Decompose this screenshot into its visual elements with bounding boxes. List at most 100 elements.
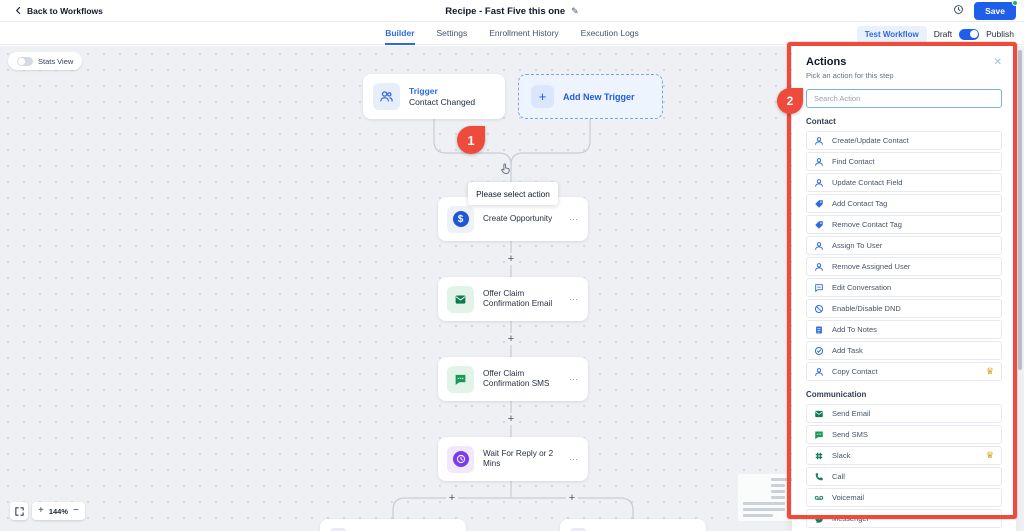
tag-add-icon bbox=[814, 199, 824, 209]
communication-action-list: Send Email Send SMS Slack♛ Call Voicemai… bbox=[806, 404, 1002, 528]
node-menu-button[interactable]: ⋯ bbox=[569, 293, 579, 304]
hand-cursor-icon bbox=[499, 162, 512, 180]
chevron-left-icon bbox=[14, 6, 23, 15]
publish-toggle[interactable] bbox=[959, 28, 980, 40]
branch-node-right[interactable] bbox=[560, 519, 706, 531]
panel-scrollbar[interactable] bbox=[1018, 50, 1022, 370]
branch-node-left[interactable] bbox=[320, 519, 466, 531]
search-action-input[interactable] bbox=[806, 89, 1002, 108]
workflow-title: Recipe - Fast Five this one bbox=[445, 5, 566, 17]
back-to-workflows-link[interactable]: Back to Workflows bbox=[14, 6, 103, 16]
tab-enrollment-history[interactable]: Enrollment History bbox=[489, 28, 559, 38]
edit-title-icon[interactable]: ✎ bbox=[571, 5, 579, 16]
section-label-contact: Contact bbox=[806, 117, 836, 126]
action-update-contact-field[interactable]: Update Contact Field bbox=[806, 173, 1002, 192]
conversation-icon bbox=[814, 283, 824, 293]
add-step-button[interactable]: + bbox=[446, 492, 458, 504]
node-menu-button[interactable]: ⋯ bbox=[569, 373, 579, 384]
people-icon bbox=[373, 83, 400, 110]
close-icon[interactable]: ✕ bbox=[993, 56, 1002, 68]
person-plus-icon bbox=[814, 136, 824, 146]
tab-settings[interactable]: Settings bbox=[436, 28, 468, 38]
add-step-button[interactable]: + bbox=[505, 253, 517, 265]
node-menu-button[interactable]: ⋯ bbox=[569, 213, 579, 224]
annotation-step-2-badge: 2 bbox=[777, 88, 803, 114]
email-icon bbox=[447, 285, 474, 313]
stats-view-label: Stats View bbox=[38, 56, 74, 66]
task-check-icon bbox=[814, 346, 824, 356]
action-edit-conversation[interactable]: Edit Conversation bbox=[806, 278, 1002, 297]
section-label-communication: Communication bbox=[806, 390, 867, 399]
node-wait-for-reply[interactable]: Wait For Reply or 2 Mins ⋯ bbox=[438, 437, 588, 481]
send-email-icon bbox=[814, 409, 824, 419]
notes-icon bbox=[814, 325, 824, 335]
dnd-icon bbox=[814, 304, 824, 314]
add-new-trigger-button[interactable]: + Add New Trigger bbox=[518, 74, 663, 119]
node-offer-claim-sms[interactable]: Offer Claim Confirmation SMS ⋯ bbox=[438, 357, 588, 401]
zoom-in-button[interactable]: + bbox=[38, 505, 44, 516]
action-copy-contact[interactable]: Copy Contact♛ bbox=[806, 362, 1002, 381]
tab-execution-logs[interactable]: Execution Logs bbox=[580, 28, 639, 38]
node-icon bbox=[330, 528, 346, 531]
trigger-node[interactable]: Trigger Contact Changed bbox=[363, 74, 505, 119]
add-step-button[interactable]: + bbox=[505, 333, 517, 345]
action-messenger[interactable]: Messenger bbox=[806, 509, 1002, 528]
action-slack[interactable]: Slack♛ bbox=[806, 446, 1002, 465]
save-button[interactable]: Save bbox=[974, 0, 1018, 20]
action-add-task[interactable]: Add Task bbox=[806, 341, 1002, 360]
contact-action-list: Create/Update Contact Find Contact Updat… bbox=[806, 131, 1002, 381]
action-send-sms[interactable]: Send SMS bbox=[806, 425, 1002, 444]
top-header: Back to Workflows Recipe - Fast Five thi… bbox=[0, 0, 1024, 22]
action-enable-disable-dnd[interactable]: Enable/Disable DND bbox=[806, 299, 1002, 318]
draft-label: Draft bbox=[933, 29, 953, 39]
panel-title: Actions bbox=[806, 56, 847, 68]
please-select-action-tooltip: Please select action bbox=[468, 182, 558, 205]
actions-panel: Actions ✕ Pick an action for this step C… bbox=[792, 46, 1016, 531]
stats-view-toggle[interactable]: Stats View bbox=[8, 52, 83, 70]
ghost-preview-card bbox=[738, 474, 800, 521]
voicemail-icon bbox=[814, 493, 824, 503]
action-add-to-notes[interactable]: Add To Notes bbox=[806, 320, 1002, 339]
stats-view-switch[interactable] bbox=[17, 56, 33, 66]
action-add-contact-tag[interactable]: Add Contact Tag bbox=[806, 194, 1002, 213]
panel-subtitle: Pick an action for this step bbox=[806, 71, 894, 80]
action-remove-assigned-user[interactable]: Remove Assigned User bbox=[806, 257, 1002, 276]
action-find-contact[interactable]: Find Contact bbox=[806, 152, 1002, 171]
user-remove-icon bbox=[814, 262, 824, 272]
slack-icon bbox=[814, 451, 824, 461]
wait-clock-icon bbox=[447, 445, 474, 473]
opportunity-dollar-icon: $ bbox=[447, 205, 474, 233]
send-sms-icon bbox=[814, 430, 824, 440]
tag-remove-icon bbox=[814, 220, 824, 230]
fit-to-screen-button[interactable] bbox=[10, 502, 28, 520]
person-edit-icon bbox=[814, 178, 824, 188]
premium-crown-icon: ♛ bbox=[985, 450, 994, 460]
action-remove-contact-tag[interactable]: Remove Contact Tag bbox=[806, 215, 1002, 234]
action-create-update-contact[interactable]: Create/Update Contact bbox=[806, 131, 1002, 150]
user-assign-icon bbox=[814, 241, 824, 251]
zoom-level: 144% bbox=[48, 506, 69, 516]
history-icon[interactable] bbox=[953, 2, 964, 20]
publish-label: Publish bbox=[986, 29, 1014, 39]
trigger-subtitle: Contact Changed bbox=[409, 96, 476, 107]
node-menu-button[interactable]: ⋯ bbox=[569, 453, 579, 464]
zoom-out-button[interactable]: − bbox=[73, 505, 79, 516]
add-step-button[interactable]: + bbox=[566, 492, 578, 504]
test-workflow-button[interactable]: Test Workflow bbox=[856, 25, 927, 43]
copy-contact-icon bbox=[814, 367, 824, 377]
node-icon bbox=[570, 528, 586, 531]
back-label: Back to Workflows bbox=[27, 5, 103, 16]
action-assign-to-user[interactable]: Assign To User bbox=[806, 236, 1002, 255]
add-step-button[interactable]: + bbox=[505, 413, 517, 425]
action-send-email[interactable]: Send Email bbox=[806, 404, 1002, 423]
annotation-step-1-badge: 1 bbox=[457, 126, 485, 154]
tab-builder[interactable]: Builder bbox=[385, 23, 415, 45]
node-offer-claim-email[interactable]: Offer Claim Confirmation Email ⋯ bbox=[438, 277, 588, 321]
tab-bar: Builder Settings Enrollment History Exec… bbox=[0, 23, 1024, 45]
action-call[interactable]: Call bbox=[806, 467, 1002, 486]
action-voicemail[interactable]: Voicemail bbox=[806, 488, 1002, 507]
premium-crown-icon: ♛ bbox=[985, 366, 994, 376]
plus-icon: + bbox=[531, 85, 554, 108]
trigger-title: Trigger bbox=[409, 85, 438, 96]
